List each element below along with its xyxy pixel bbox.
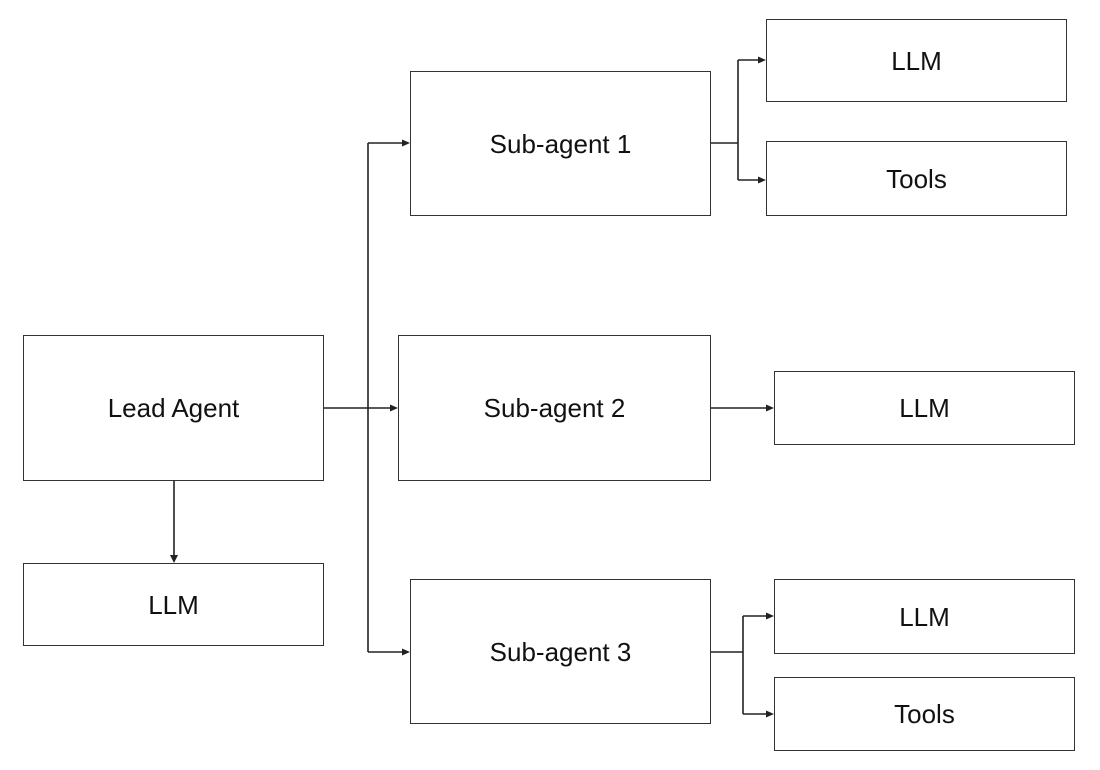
sub-agent-3-label: Sub-agent 3 bbox=[489, 636, 632, 667]
sub-agent-1-box: Sub-agent 1 bbox=[410, 71, 711, 216]
sub-agent-1-llm-label: LLM bbox=[891, 45, 942, 76]
lead-llm-box: LLM bbox=[23, 563, 324, 646]
sub-agent-1-tools-label: Tools bbox=[886, 163, 947, 194]
lead-agent-box: Lead Agent bbox=[23, 335, 324, 481]
sub-agent-3-tools-box: Tools bbox=[774, 677, 1075, 751]
lead-agent-label: Lead Agent bbox=[107, 393, 240, 423]
sub-agent-3-tools-label: Tools bbox=[894, 699, 955, 729]
sub-agent-2-llm-label: LLM bbox=[899, 393, 950, 423]
sub-agent-1-llm-box: LLM bbox=[766, 19, 1067, 102]
sub-agent-2-llm-box: LLM bbox=[774, 371, 1075, 445]
sub-agent-2-box: Sub-agent 2 bbox=[398, 335, 711, 481]
sub-agent-2-label: Sub-agent 2 bbox=[483, 393, 626, 423]
lead-llm-label: LLM bbox=[148, 589, 199, 620]
sub-agent-3-llm-label: LLM bbox=[899, 601, 950, 632]
arrow-subagent1-fanout bbox=[711, 56, 766, 184]
sub-agent-1-label: Sub-agent 1 bbox=[489, 128, 632, 159]
sub-agent-3-llm-box: LLM bbox=[774, 579, 1075, 654]
arrow-lead-to-llm bbox=[170, 481, 178, 563]
arrow-subagent3-fanout bbox=[711, 612, 774, 718]
sub-agent-3-box: Sub-agent 3 bbox=[410, 579, 711, 724]
arrow-subagent2-to-llm bbox=[711, 404, 774, 412]
sub-agent-1-tools-box: Tools bbox=[766, 141, 1067, 216]
